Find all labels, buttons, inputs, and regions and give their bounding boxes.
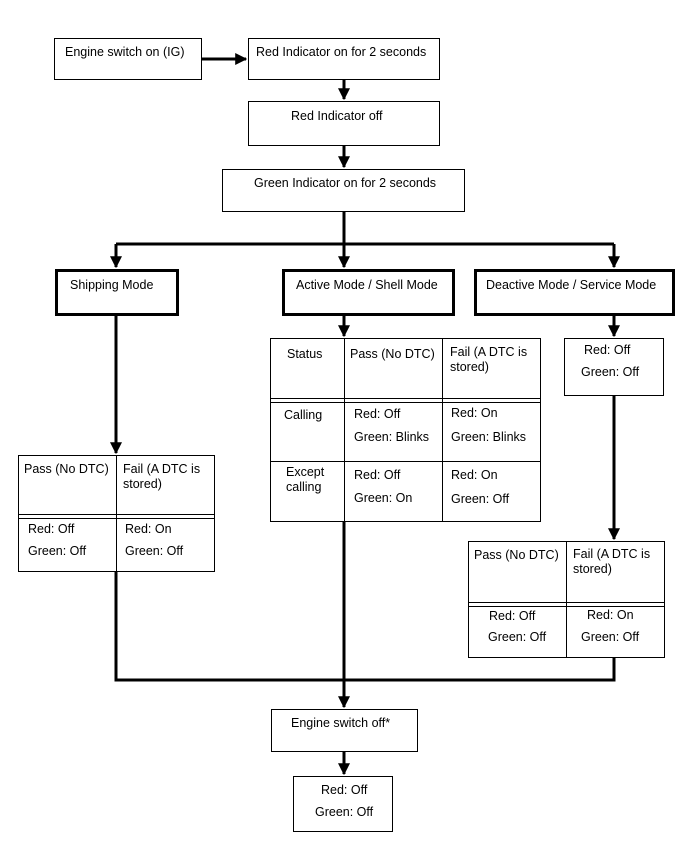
- deactive-fail-red: Red: On: [587, 608, 634, 622]
- red-indicator-on-box: Red Indicator on for 2 seconds: [248, 38, 440, 80]
- active-except-fail-green: Green: Off: [451, 492, 510, 506]
- deactive-mode-label: Deactive Mode / Service Mode: [486, 278, 657, 292]
- active-calling-pass-green: Green: Blinks: [354, 430, 430, 444]
- red-indicator-off-box: Red Indicator off: [248, 101, 440, 146]
- deactive-fail-green: Green: Off: [581, 630, 640, 644]
- active-except-pass-green: Green: On: [354, 491, 413, 505]
- active-mode-label: Active Mode / Shell Mode: [296, 278, 438, 292]
- shipping-pass-red: Red: Off: [28, 522, 75, 536]
- deactive-status-red: Red: Off: [584, 343, 631, 357]
- shipping-fail-green: Green: Off: [125, 544, 184, 558]
- shipping-pass-green: Green: Off: [28, 544, 87, 558]
- deactive-fail-header: Fail (A DTC is stored): [573, 547, 651, 576]
- green-indicator-on-label: Green Indicator on for 2 seconds: [254, 176, 437, 190]
- green-indicator-on-box: Green Indicator on for 2 seconds: [222, 169, 465, 212]
- active-calling-fail-green: Green: Blinks: [451, 430, 527, 444]
- table-divider: [271, 398, 540, 403]
- deactive-result-table: Pass (No DTC) Fail (A DTC is stored) Red…: [468, 541, 665, 658]
- deactive-pass-green: Green: Off: [488, 630, 547, 644]
- active-calling-fail-red: Red: On: [451, 406, 498, 420]
- active-fail-header: Fail (A DTC is stored): [450, 345, 528, 374]
- active-mode-box: Active Mode / Shell Mode: [282, 269, 455, 316]
- active-calling-label: Calling: [284, 408, 323, 422]
- shipping-mode-label: Shipping Mode: [70, 278, 154, 292]
- engine-on-box: Engine switch on (IG): [54, 38, 202, 80]
- merge-left: [114, 572, 344, 682]
- shipping-fail-red: Red: On: [125, 522, 172, 536]
- deactive-status-box: Red: Off Green: Off: [564, 338, 664, 396]
- final-status-red: Red: Off: [321, 783, 368, 797]
- final-status-green: Green: Off: [315, 805, 374, 819]
- shipping-mode-box: Shipping Mode: [55, 269, 179, 316]
- merge-right: [344, 658, 616, 682]
- active-except-pass-red: Red: Off: [354, 468, 401, 482]
- table-col-divider: [344, 339, 345, 521]
- deactive-pass-red: Red: Off: [489, 609, 536, 623]
- red-indicator-on-label: Red Indicator on for 2 seconds: [256, 45, 427, 59]
- active-status-header: Status: [287, 347, 323, 361]
- active-result-table: Status Pass (No DTC) Fail (A DTC is stor…: [270, 338, 541, 522]
- shipping-pass-header: Pass (No DTC): [24, 462, 109, 476]
- table-col-divider: [116, 456, 117, 571]
- active-except-fail-red: Red: On: [451, 468, 498, 482]
- deactive-status-green: Green: Off: [581, 365, 640, 379]
- active-pass-header: Pass (No DTC): [350, 347, 435, 361]
- final-status-box: Red: Off Green: Off: [293, 776, 393, 832]
- table-row-divider: [271, 461, 540, 462]
- shipping-result-table: Pass (No DTC) Fail (A DTC is stored) Red…: [18, 455, 215, 572]
- engine-on-label: Engine switch on (IG): [65, 45, 185, 59]
- deactive-mode-box: Deactive Mode / Service Mode: [474, 269, 675, 316]
- active-except-label: Except calling: [286, 465, 325, 494]
- table-col-divider: [442, 339, 443, 521]
- active-calling-pass-red: Red: Off: [354, 407, 401, 421]
- deactive-pass-header: Pass (No DTC): [474, 548, 559, 562]
- engine-off-label: Engine switch off*: [291, 716, 391, 730]
- shipping-fail-header: Fail (A DTC is stored): [123, 462, 201, 491]
- engine-off-box: Engine switch off*: [271, 709, 418, 752]
- table-col-divider: [566, 542, 567, 657]
- red-indicator-off-label: Red Indicator off: [291, 109, 383, 123]
